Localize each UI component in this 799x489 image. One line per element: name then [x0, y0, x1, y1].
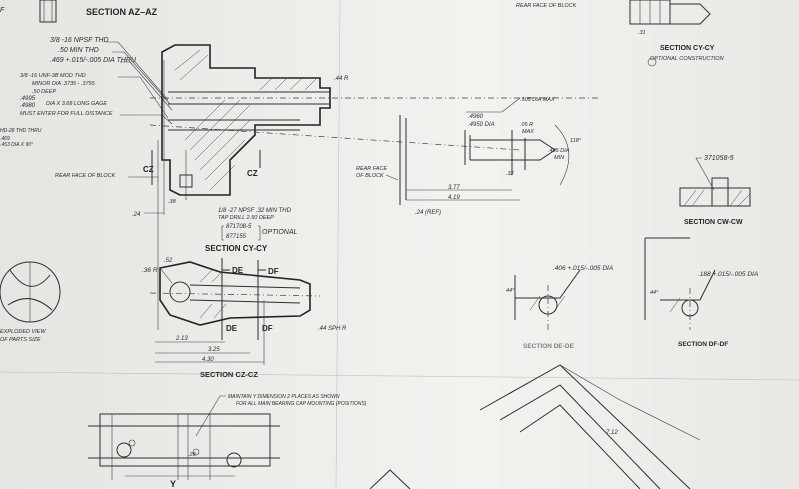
- cz-marker-left: CZ: [143, 165, 154, 174]
- exploded-view: EXPLODED VIEW OF PARTS SIZE: [0, 261, 61, 343]
- dim-419: 4.19: [448, 195, 460, 201]
- az-part-outline: [39, 0, 57, 23]
- df-marker-bottom: DF: [262, 324, 273, 333]
- de-marker-bottom: DE: [226, 324, 238, 333]
- callout-minor-dia: MINOR DIA .3735 - .3755: [32, 81, 96, 87]
- dim-24-ref: .24 (REF): [415, 210, 441, 216]
- df-angle: 44°: [650, 290, 659, 296]
- dim-377: 3.77: [448, 185, 460, 191]
- dim-24: .24: [132, 212, 141, 218]
- dim-max: MAX: [522, 129, 534, 135]
- section-cz-title: SECTION CZ-CZ: [200, 370, 258, 379]
- df-marker-top: DF: [268, 267, 279, 276]
- dim-31: .31: [638, 30, 646, 36]
- section-cw-title: SECTION CW-CW: [684, 219, 743, 226]
- callout-tap-drill: TAP DRILL 2.50 DEEP: [218, 215, 274, 221]
- section-de-de: .406 +.015/-.005 DIA 44° SECTION DE-DE: [506, 265, 613, 350]
- dim-52: .52: [164, 258, 173, 264]
- de-dia: .406 +.015/-.005 DIA: [553, 265, 613, 272]
- dim-405-dia: .405 DIA: [548, 148, 570, 154]
- dim-dia-max: .505 DIA MAX: [520, 97, 555, 103]
- callout-optional-part2: 877155: [226, 234, 247, 240]
- diagonal-part: [479, 364, 691, 489]
- label-rear-face: REAR FACE: [356, 166, 387, 172]
- exploded-view-label: EXPLODED VIEW: [0, 329, 46, 335]
- bottom-view: MAINTAIN Y DIMENSION 2 PLACES AS SHOWN F…: [88, 364, 701, 489]
- section-cw-cw: 371058-5 SECTION CW-CW: [679, 155, 751, 226]
- dim-118-deg: 118°: [570, 138, 582, 144]
- callout-dia-gage-a: .4995: [20, 96, 36, 102]
- callout-optional-part1: 871708-5: [226, 224, 252, 230]
- section-df-df: .188 +.015/-.005 DIA 44° SECTION DF-DF: [644, 237, 758, 348]
- callout-npsf-bottom: 1/8 -27 NPSF .32 MIN THD: [218, 208, 292, 214]
- dim-44-sph: .44 SPH R: [318, 326, 347, 332]
- paper-fold-line: [335, 0, 341, 489]
- section-de-title: SECTION DE-DE: [523, 343, 575, 350]
- callout-dia-thru: .469 +.015/-.005 DIA THRU: [50, 57, 137, 64]
- de-angle: 44°: [506, 288, 515, 294]
- label-of-block: OF BLOCK: [356, 173, 384, 179]
- dim-36r: .36 R: [142, 267, 158, 274]
- dim-430: 4.30: [202, 357, 214, 363]
- callout-gage-note: DIA X 3.68 LONG GAGE: [46, 101, 107, 107]
- cz-hatch: [199, 269, 227, 319]
- de-marker-top: DE: [232, 266, 244, 275]
- y-dimension-label: Y: [170, 479, 176, 489]
- dim-213: 2.13: [175, 336, 188, 342]
- dim-dia-4950: .4950 DIA: [468, 122, 495, 128]
- bottom-note-2: FOR ALL MAIN BEARING CAP MOUNTING (POSIT…: [236, 401, 367, 407]
- callout-full-distance: MUST ENTER FOR FULL DISTANCE: [20, 111, 113, 117]
- paper-fold-line: [0, 371, 799, 381]
- section-df-title: SECTION DF-DF: [678, 341, 728, 348]
- top-right-section: REAR FACE OF BLOCK .31 SECTION CY-CY OPT…: [516, 0, 724, 67]
- dim-38: .38: [168, 199, 177, 205]
- callout-left-thd: HD-28 THD THRU: [0, 128, 42, 134]
- exploded-size-label: OF PARTS SIZE: [0, 337, 41, 343]
- callout-rear-face: REAR FACE OF BLOCK: [55, 173, 116, 179]
- callout-npsf-thread: 3/8 -16 NPSF THD: [50, 37, 109, 44]
- leader-line: [106, 41, 169, 101]
- callout-left-dia-a: .469: [0, 136, 10, 142]
- cy-hatch: [174, 49, 318, 191]
- section-az-az: F SECTION AZ–AZ: [0, 0, 158, 23]
- df-dia: .188 +.015/-.005 DIA: [698, 271, 758, 278]
- bottom-note-1: MAINTAIN Y DIMENSION 2 PLACES AS SHOWN: [228, 394, 340, 400]
- section-az-title: SECTION AZ–AZ: [86, 7, 158, 17]
- dim-28: .28: [188, 452, 197, 458]
- callout-deep: .50 DEEP: [32, 89, 56, 95]
- callout-unf-thread: 3/8 -16 UNF-3B MOD THD: [20, 73, 86, 79]
- cz-part-outline: [159, 261, 311, 326]
- callout-min-thd: .50 MIN THD: [58, 47, 99, 54]
- bearing-cap-outline: [99, 413, 271, 467]
- cw-part-number: 371058-5: [704, 155, 734, 162]
- section-cy-optional-title: SECTION CY-CY: [660, 45, 715, 52]
- optional-construction-label: OPTIONAL CONSTRUCTION: [650, 56, 724, 62]
- dim-min: MIN: [554, 155, 564, 161]
- cz-marker-right: CZ: [247, 169, 258, 178]
- dim-325: 3.25: [208, 347, 220, 353]
- drill-detail: .505 DIA MAX .4960 .4950 DIA .05 R MAX 1…: [356, 97, 582, 216]
- section-cy-cy-part: CZ CZ .44 R .24 .38 1/8 -27 NPSF .32 MIN…: [132, 44, 600, 330]
- section-cy-title: SECTION CY-CY: [205, 244, 268, 253]
- dim-712: 7.12: [606, 430, 618, 436]
- az-edge-text: F: [0, 7, 5, 14]
- callout-dia-gage-b: .4980: [20, 103, 36, 109]
- callout-left-dia-b: .453 DIA X 90°: [0, 142, 33, 148]
- dim-44r: .44 R: [334, 76, 349, 82]
- dim-dia-4960: .4960: [468, 114, 484, 120]
- callout-optional: OPTIONAL: [262, 229, 298, 236]
- cz-hole: [169, 281, 191, 303]
- dim-32: .32: [506, 171, 514, 177]
- dim-05r: .05 R: [520, 122, 533, 128]
- section-cz-cz: DE DF DE DF .36 R .52 .44 SPH R 2.13 3.2…: [142, 258, 347, 379]
- cy-callouts: 3/8 -16 NPSF THD .50 MIN THD .469 +.015/…: [0, 37, 173, 179]
- cy-block-outline: [161, 44, 331, 196]
- top-right-rear-face: REAR FACE OF BLOCK: [516, 3, 577, 9]
